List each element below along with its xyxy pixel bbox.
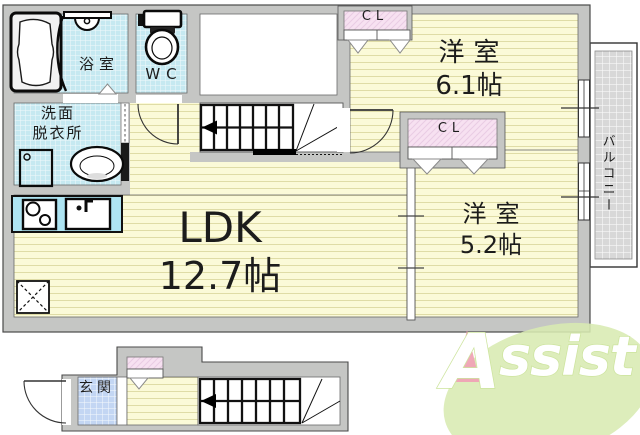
closet-2-hanger-icon-2	[458, 158, 490, 175]
wc-label: WC	[145, 65, 183, 83]
washroom-label-line2: 脱衣所	[32, 124, 84, 142]
balcony-window-1	[561, 79, 599, 138]
closet-2-label: CL	[437, 121, 465, 136]
bath-door-curve	[56, 15, 68, 92]
balcony-label: バルコニー	[599, 134, 615, 214]
refrigerator-space	[16, 280, 50, 314]
entrance-closet-hanger-icon	[128, 377, 150, 390]
kitchen-stove	[21, 198, 58, 231]
room-5-2-label: 洋室 5.2帖	[412, 199, 570, 261]
bathroom-opening	[63, 94, 118, 103]
washroom-label: 洗面 脱衣所	[14, 103, 102, 143]
wc-door	[137, 103, 179, 145]
room-6-1-opening	[337, 108, 350, 152]
closet-2	[399, 111, 506, 175]
closet-2-hanger-icon	[411, 158, 443, 175]
entrance-closet	[126, 356, 164, 390]
closet-1-label: CL	[361, 9, 389, 24]
hall-floor	[130, 103, 200, 152]
closet-1-hanger-icon-2	[388, 39, 412, 54]
stairs-1f	[198, 377, 341, 425]
bathroom-door-marker-icon	[97, 83, 118, 95]
assist-logo-ellipse-icon	[443, 322, 640, 435]
washing-machine	[18, 148, 54, 188]
washroom-sliding-door	[120, 102, 130, 181]
room-5-2-size: 5.2帖	[459, 231, 523, 259]
stairwell-void	[199, 13, 338, 96]
room-5-2-name: 洋室	[462, 200, 529, 228]
room-6-1-size: 6.1帖	[435, 71, 503, 101]
closet-1-hanger-icon	[346, 39, 370, 54]
ldk-label: LDK 12.7帖	[112, 203, 328, 301]
assist-logo: A ssist	[436, 316, 640, 435]
stairs-up-arrow-icon	[202, 120, 217, 135]
entrance-door-opening	[62, 379, 71, 425]
assist-logo-letter-a: A	[437, 317, 501, 406]
balcony	[589, 42, 638, 268]
room-6-1-label: 洋室 6.1帖	[390, 37, 548, 103]
assist-logo-a-triangle-icon	[455, 330, 480, 382]
stairs-down-arrow-icon	[201, 394, 216, 408]
ldk-size: 12.7帖	[158, 254, 282, 298]
hall-floor-2	[130, 152, 190, 195]
ldk-name: LDK	[178, 203, 262, 252]
kitchen-counter	[11, 195, 123, 233]
bathtub	[9, 11, 63, 93]
room-5-2-floor	[414, 149, 579, 318]
room-6-1-door	[349, 109, 394, 154]
washroom-label-line1: 洗面	[40, 104, 75, 122]
entrance-door	[23, 380, 67, 424]
entrance-label: 玄関	[79, 380, 115, 396]
stairs-2f	[199, 102, 344, 155]
sink-basin	[69, 145, 125, 183]
kitchen-sink	[64, 197, 112, 231]
shower-shelf	[56, 11, 112, 92]
toilet	[138, 9, 183, 66]
closet-1	[337, 5, 413, 54]
ldk-floor-upper	[190, 162, 407, 195]
balcony-window-2	[561, 162, 599, 221]
room-6-1-name: 洋室	[438, 38, 509, 68]
bathroom-label: 浴室	[78, 55, 119, 73]
wc-opening	[136, 95, 182, 103]
assist-logo-rest: ssist	[499, 325, 638, 388]
